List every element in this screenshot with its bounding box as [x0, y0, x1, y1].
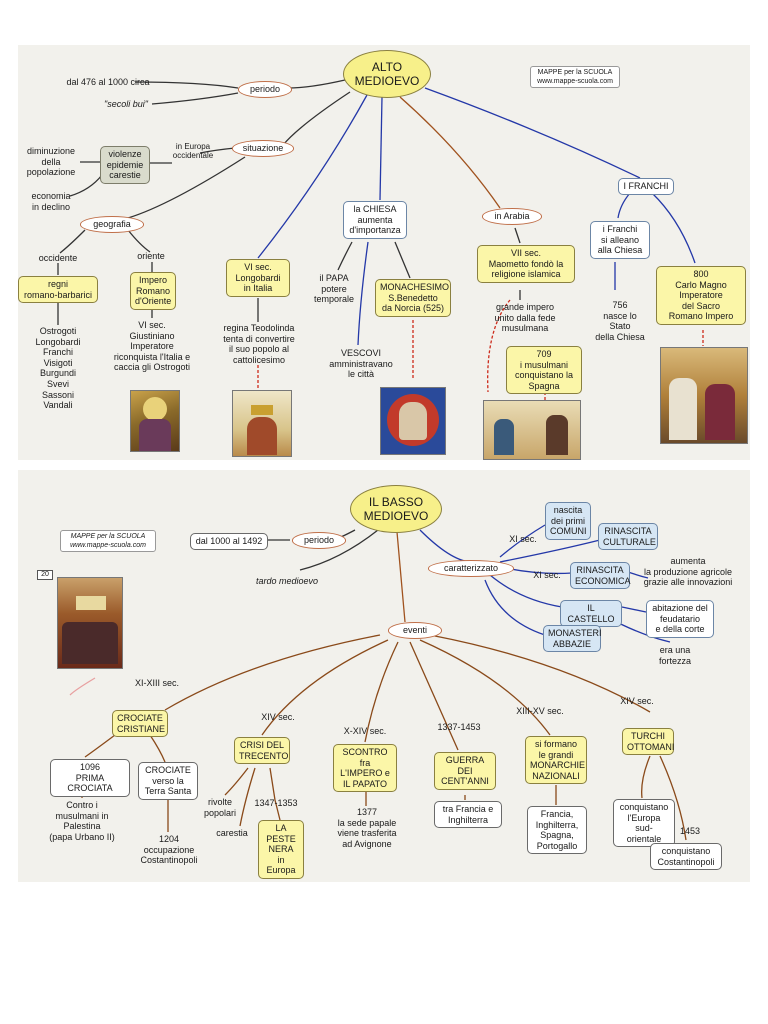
- credit-box-2: MAPPE per la SCUOLA www.mappe-scuola.com: [60, 530, 156, 553]
- credit-site: www.mappe-scuola.com: [537, 78, 613, 86]
- monarchies-time: XIII-XV sec.: [516, 706, 564, 716]
- turks-year: 1453: [679, 826, 701, 836]
- monarchies-list-box: Francia, Inghilterra, Spagna, Portogallo: [527, 806, 587, 855]
- war-time: 1337-1453: [437, 722, 481, 732]
- crusades-box: CROCIATE CRISTIANE: [112, 710, 168, 738]
- muhammad-box: VII sec. Maometto fondò la religione isl…: [477, 245, 575, 283]
- charlemagne-image: [660, 347, 748, 444]
- kingdoms-box: regni romano-barbarici: [18, 276, 98, 304]
- basso-medioevo-root: IL BASSO MEDIOEVO: [350, 485, 442, 533]
- canopy-shape: [76, 596, 106, 610]
- franks-box: i Franchi si alleano alla Chiesa: [590, 221, 650, 259]
- turks-europe-box: conquistano l'Europa sud-orientale: [613, 799, 675, 848]
- monarchies-box: si formano le grandi MONARCHIE NAZIONALI: [525, 736, 587, 785]
- first-crusade-text: Contro i musulmani in Palestina (papa Ur…: [49, 800, 115, 842]
- economy-decline: economia in declino: [31, 191, 71, 212]
- turks-box: TURCHI OTTOMANI: [622, 728, 674, 756]
- church-box: la CHIESA aumenta d'importanza: [343, 201, 407, 239]
- revolts-text: rivolte popolari: [203, 797, 237, 818]
- economy-box: RINASCITA ECONOMICA: [570, 562, 631, 590]
- turks-time: XIV sec.: [620, 696, 654, 706]
- events-label: eventi: [388, 622, 442, 639]
- monasticism-box: MONACHESIMO S.Benedetto da Norcia (525): [375, 279, 451, 317]
- figure-left-shape: [494, 419, 514, 455]
- population-decline: diminuzione della popolazione: [26, 146, 76, 178]
- xi-century-label-a: XI sec.: [509, 534, 537, 544]
- king-figure-shape: [705, 384, 735, 440]
- crown-shape: [251, 405, 273, 415]
- period-dates-box: dal 1000 al 1492: [190, 533, 268, 550]
- avignon-text: 1377 la sede papale viene trasferita ad …: [337, 807, 397, 849]
- clash-time: X-XIV sec.: [343, 726, 387, 736]
- culture-box: RINASCITA CULTURALE: [598, 523, 658, 551]
- figure-right-shape: [546, 415, 568, 455]
- credit-title-2: MAPPE per la SCUOLA: [70, 533, 146, 540]
- holy-land-box: CROCIATE verso la Terra Santa: [138, 762, 198, 800]
- papal-state-text: 756 nasce lo Stato della Chiesa: [595, 300, 645, 342]
- monasteries-box: MONASTERI ABBAZIE: [543, 625, 602, 653]
- muslim-empire-text: grande impero unito dalla fede musulmana: [494, 302, 556, 334]
- pope-figure-shape: [669, 378, 697, 440]
- situation-label: situazione: [232, 140, 294, 157]
- first-crusade-box: 1096 PRIMA CROCIATA: [50, 759, 130, 797]
- war-box: GUERRA DEI CENT'ANNI: [434, 752, 496, 790]
- xi-century-label-b: XI sec.: [533, 570, 561, 580]
- geography-label: geografia: [80, 216, 144, 233]
- famine-text: carestia: [216, 828, 248, 838]
- crisis-box: CRISI DEL TRECENTO: [234, 737, 290, 765]
- period-alias-2: tardo medioevo: [255, 576, 319, 586]
- spain-box: 709 i musulmani conquistano la Spagna: [506, 346, 582, 395]
- crowd-shape: [62, 622, 118, 664]
- queen-figure-shape: [247, 417, 277, 455]
- fortress-text: era una fortezza: [658, 645, 691, 666]
- turks-constantinople-box: conquistano Costantinopoli: [650, 843, 722, 871]
- agriculture-text: aumenta la produzione agricole grazie al…: [643, 556, 733, 588]
- castle-box: IL CASTELLO: [560, 600, 622, 628]
- justinian-text: VI sec. Giustiniano Imperatore riconquis…: [113, 320, 191, 373]
- theodelinda-text: regina Teodolinda tenta di convertire il…: [223, 323, 295, 365]
- east-label: oriente: [137, 251, 165, 261]
- plague-box: LA PESTE NERA in Europa: [258, 820, 304, 880]
- arabia-label: in Arabia: [482, 208, 542, 225]
- justinian-mosaic-image: [130, 390, 180, 452]
- bishops-text: VESCOVI amministravano le città: [329, 348, 393, 380]
- pope-text: il PAPA potere temporale: [313, 273, 355, 305]
- franks-label: I FRANCHI: [618, 178, 674, 195]
- eastern-empire-box: Impero Romano d'Oriente: [130, 272, 176, 310]
- credit-box: MAPPE per la SCUOLA www.mappe-scuola.com: [530, 66, 620, 89]
- characterized-label: caratterizzato: [428, 560, 514, 577]
- charlemagne-box: 800 Carlo Magno Imperatore del Sacro Rom…: [656, 266, 746, 326]
- credit-site-2: www.mappe-scuola.com: [70, 542, 146, 550]
- page-tag: 20: [37, 570, 53, 581]
- war-text-box: tra Francia e Inghilterra: [434, 801, 502, 829]
- period-text: dal 476 al 1000 circa: [66, 77, 150, 87]
- theodelinda-image: [232, 390, 292, 457]
- monk-shape: [399, 402, 427, 440]
- crisis-box: violenze epidemie carestie: [100, 146, 150, 184]
- peoples-list: Ostrogoti Longobardi Franchi Visigoti Bu…: [35, 326, 81, 411]
- castle-home-box: abitazione del feudatario e della corte: [646, 600, 714, 638]
- islamic-scene-image: [483, 400, 581, 460]
- crusades-image: [57, 577, 123, 669]
- credit-title: MAPPE per la SCUOLA: [537, 69, 613, 76]
- plague-time: 1347-1353: [254, 798, 298, 808]
- period-alias: "secoli bui": [104, 99, 148, 109]
- period-label-2: periodo: [292, 532, 346, 549]
- europe-label: in Europa occidentale: [172, 142, 214, 161]
- crusades-time: XI-XIII sec.: [134, 678, 179, 688]
- lombards-box: VI sec. Longobardi in Italia: [226, 259, 290, 297]
- clash-box: SCONTRO fra L'IMPERO e IL PAPATO: [333, 744, 397, 793]
- halo-shape: [143, 397, 167, 421]
- alto-medioevo-root: ALTO MEDIOEVO: [343, 50, 431, 98]
- figure-shape: [139, 419, 171, 451]
- constantinople-1204-text: 1204 occupazione Costantinopoli: [140, 834, 198, 866]
- crisis-time: XIV sec.: [261, 712, 295, 722]
- saint-benedict-image: [380, 387, 446, 455]
- comuni-box: nascita dei primi COMUNI: [545, 502, 591, 540]
- period-label: periodo: [238, 81, 292, 98]
- west-label: occidente: [38, 253, 78, 263]
